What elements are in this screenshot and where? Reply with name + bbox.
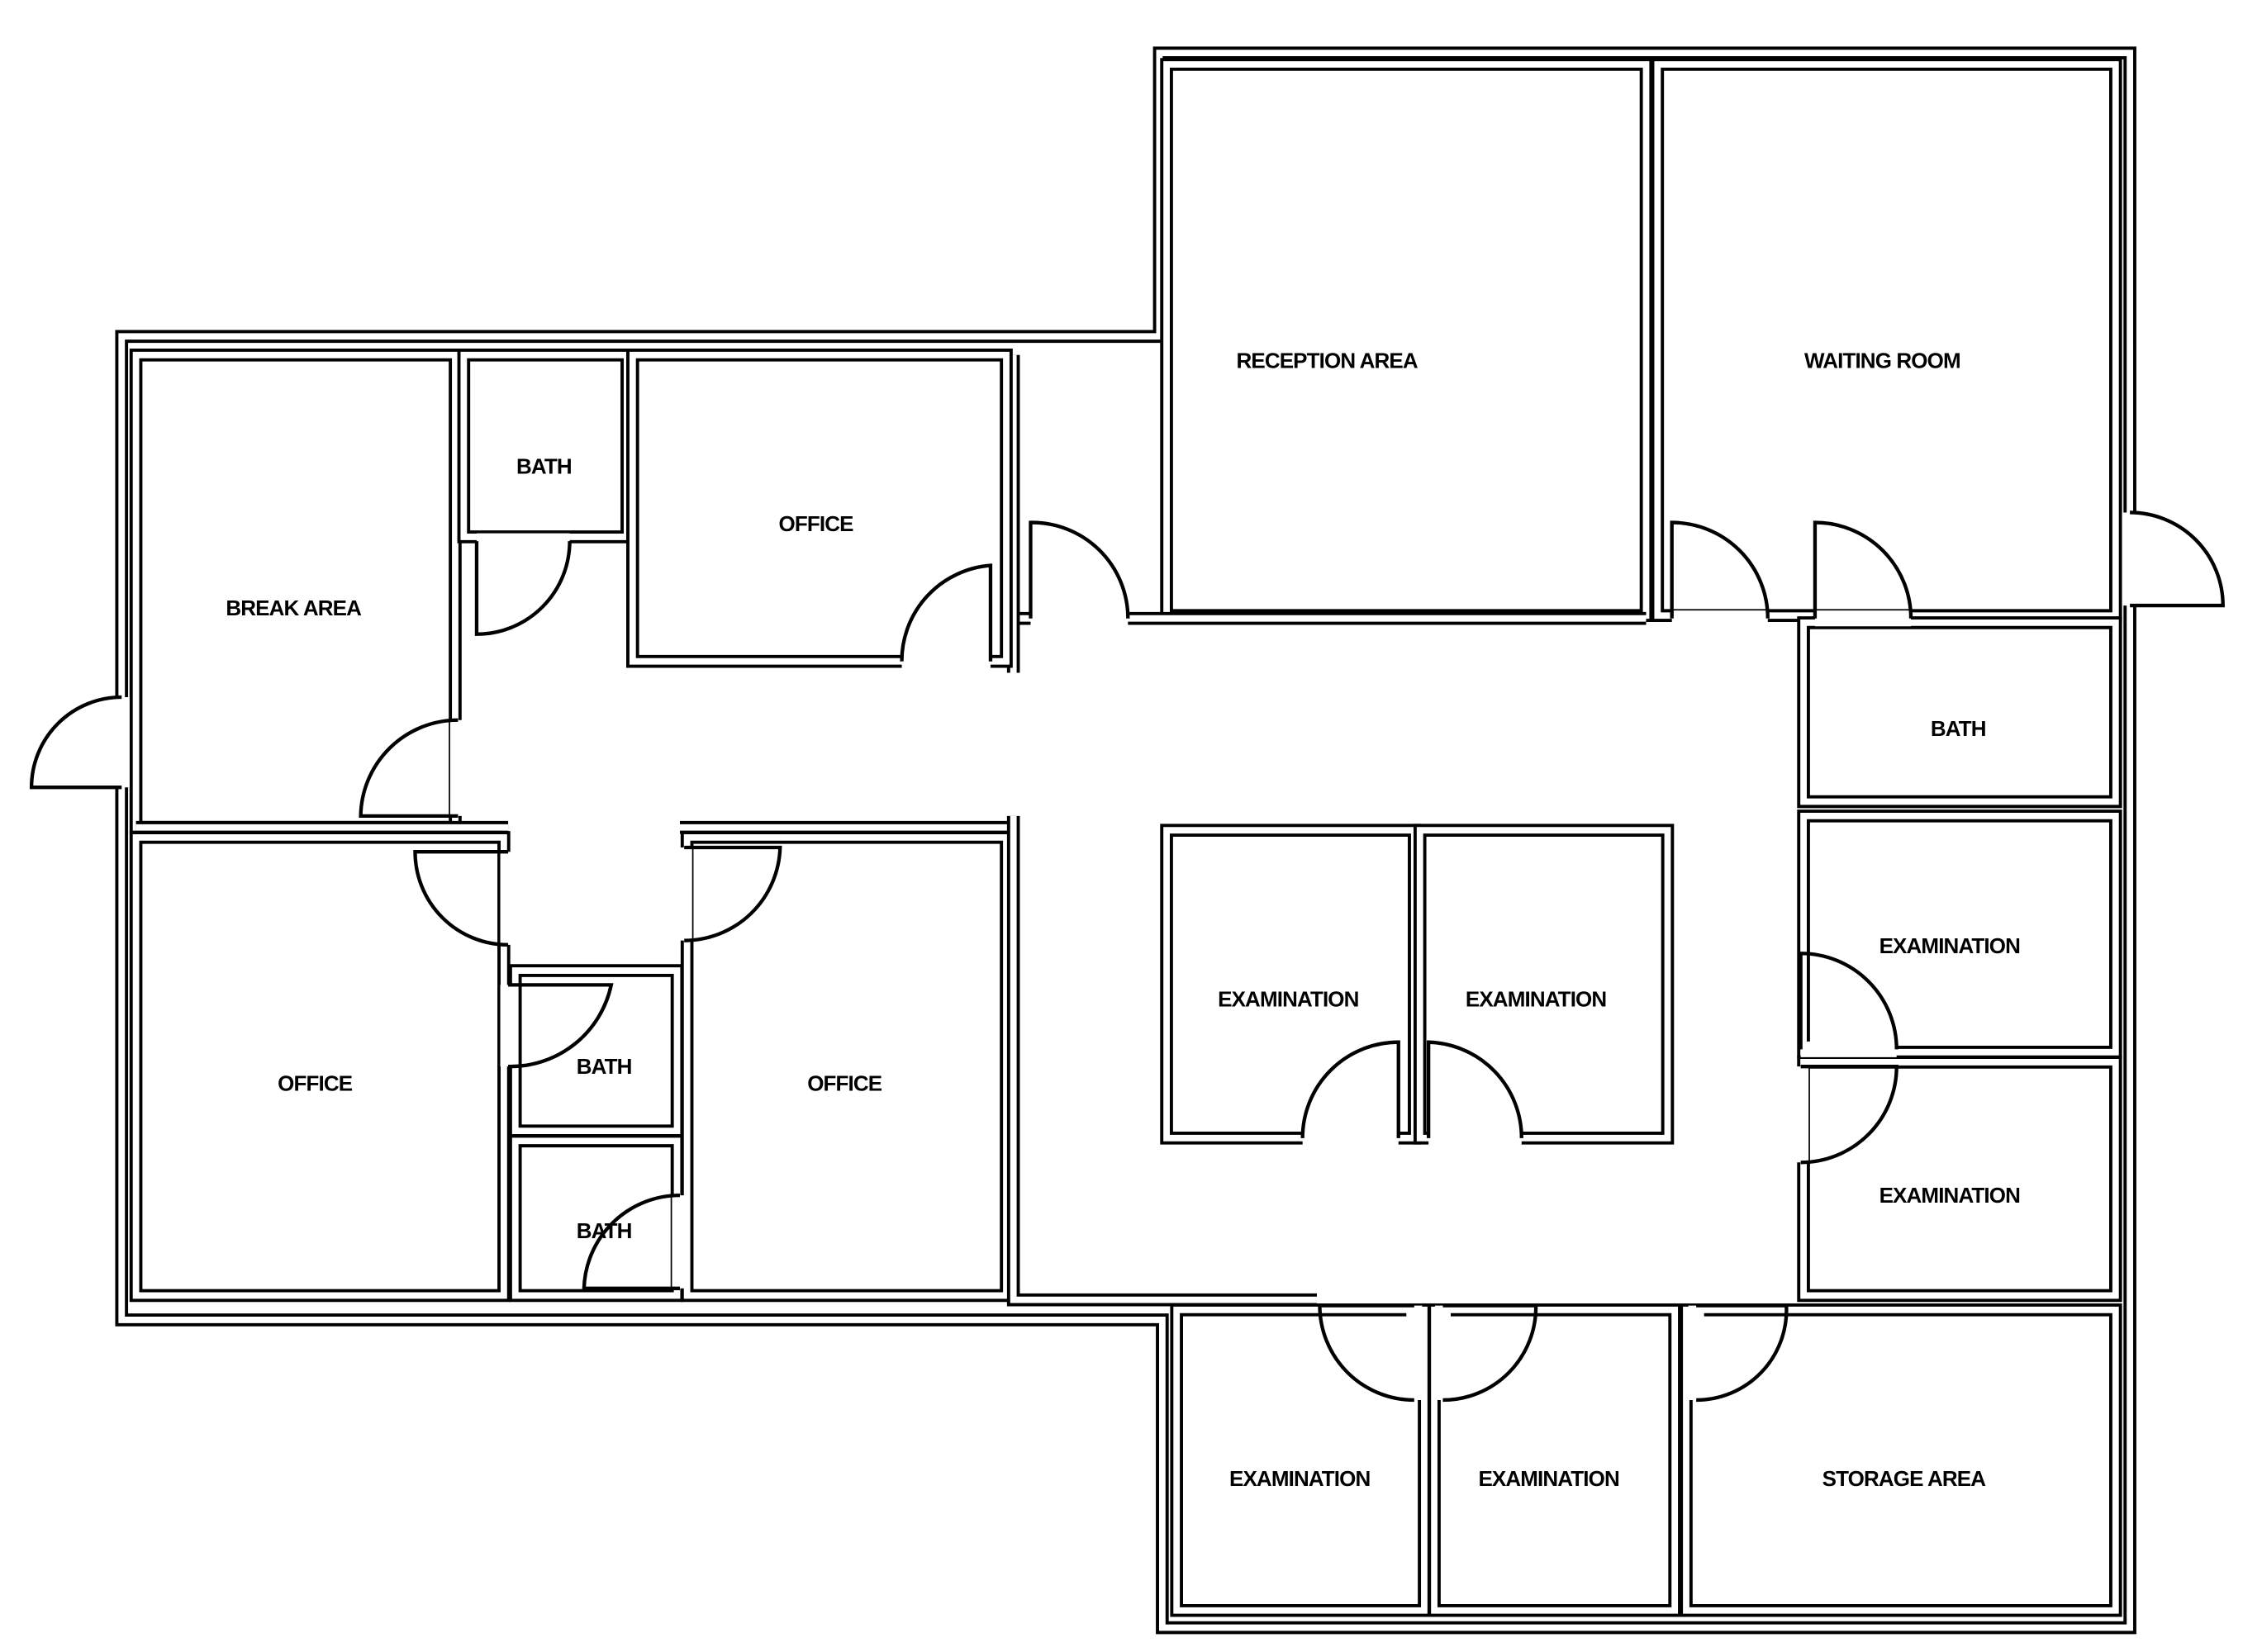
label-exam-center-left: EXAMINATION [1218, 986, 1359, 1011]
label-bath-right: BATH [1931, 716, 1986, 741]
doors [29, 510, 2225, 1403]
room-labels: RECEPTION AREA WAITING ROOM BREAK AREA B… [226, 348, 2021, 1491]
label-exam-center-right: EXAMINATION [1466, 986, 1607, 1011]
exam-right-lower-door[interactable] [1793, 1064, 1898, 1165]
waiting-door-right-swing [1813, 520, 1913, 619]
bath-mid-lower-walls-inner [511, 1137, 681, 1299]
bath-top-door[interactable] [474, 533, 572, 636]
break-area-door[interactable] [359, 718, 466, 819]
bath-right-walls [1797, 616, 2122, 809]
exam-bottom-right-walls-inner [1431, 1306, 1679, 1614]
exterior-door-left-swing [29, 695, 122, 790]
reception-walls-inner [1163, 61, 1650, 620]
bath-mid-upper-door-swing [508, 983, 614, 1069]
exam-bottom-right-walls [1428, 1303, 1681, 1617]
bath-mid-lower-door[interactable] [582, 1193, 688, 1290]
bath-right-walls-inner [1800, 620, 2119, 805]
office-top-walls [626, 349, 1013, 668]
exam-center-right-walls-inner [1416, 827, 1671, 1142]
exam-right-lower-walls-inner [1800, 1059, 2119, 1299]
office-top-door[interactable] [900, 563, 993, 670]
exam-right-upper-door-swing [1799, 952, 1898, 1050]
bath-top-door-swing [474, 541, 572, 636]
exam-center-left-door-swing [1300, 1040, 1400, 1138]
reception-door-swing [1029, 520, 1130, 619]
label-exam-right-lower: EXAMINATION [1879, 1183, 2021, 1208]
exam-right-upper-door[interactable] [1799, 952, 1898, 1057]
office-left-walls-inner [132, 833, 507, 1299]
bath-top-walls [457, 349, 634, 544]
exam-center-right-door-swing [1426, 1040, 1523, 1138]
exam-right-lower-door-swing [1800, 1064, 1898, 1165]
office-top-door-swing [900, 563, 993, 662]
label-exam-bottom-right: EXAMINATION [1478, 1466, 1619, 1491]
break-area-door-swing [359, 718, 459, 819]
label-office-right: OFFICE [807, 1071, 882, 1096]
corridor-wall-bottom-inner [1010, 815, 1318, 1303]
waiting-door-left[interactable] [1670, 520, 1770, 627]
break-area-walls-inner [132, 351, 459, 831]
label-exam-bottom-left: EXAMINATION [1229, 1466, 1371, 1491]
storage-door-swing [1696, 1303, 1789, 1403]
label-office-left: OFFICE [278, 1071, 353, 1096]
exam-bottom-right-door-swing [1442, 1303, 1538, 1403]
office-right-door[interactable] [676, 845, 782, 942]
exam-center-left-walls [1160, 824, 1421, 1145]
waiting-walls-inner [1654, 61, 2119, 620]
exam-bottom-right-door[interactable] [1434, 1303, 1538, 1403]
office-left-walls [129, 831, 511, 1303]
office-left-door[interactable] [413, 850, 516, 947]
bath-mid-upper-door[interactable] [500, 983, 614, 1069]
reception-walls [1160, 58, 1653, 623]
storage-walls [1680, 1303, 2122, 1617]
bath-mid-lower-door-swing [582, 1193, 680, 1290]
reception-door[interactable] [1029, 520, 1130, 627]
label-bath-mid-upper: BATH [577, 1054, 632, 1079]
exterior-wall-inner [118, 50, 2134, 1631]
bath-mid-upper-walls-inner [511, 967, 681, 1135]
label-reception-area: RECEPTION AREA [1236, 348, 1418, 373]
waiting-door-right[interactable] [1813, 520, 1913, 627]
label-waiting-room: WAITING ROOM [1804, 348, 1960, 373]
office-left-door-swing [413, 850, 509, 947]
bath-top-walls-inner [460, 351, 630, 540]
exterior-door-left[interactable] [29, 695, 130, 790]
label-office-top: OFFICE [779, 511, 854, 536]
exterior-door-right[interactable] [2122, 510, 2225, 608]
label-storage-area: STORAGE AREA [1822, 1466, 1987, 1491]
waiting-door-left-swing [1670, 520, 1770, 619]
exam-bottom-left-door-swing [1318, 1303, 1414, 1403]
exam-center-left-door[interactable] [1300, 1040, 1400, 1146]
storage-door[interactable] [1688, 1303, 1789, 1403]
exam-right-lower-walls [1797, 1056, 2122, 1303]
office-top-walls-inner [629, 351, 1010, 665]
bath-mid-upper-walls [508, 964, 684, 1137]
label-break-area: BREAK AREA [226, 596, 362, 620]
label-exam-right-upper: EXAMINATION [1879, 933, 2021, 958]
storage-walls-inner [1683, 1306, 2119, 1614]
walls [115, 46, 2136, 1635]
exam-center-right-door[interactable] [1426, 1040, 1523, 1146]
office-right-walls [680, 831, 1013, 1303]
label-bath-top: BATH [516, 454, 572, 479]
exam-right-upper-walls-inner [1800, 812, 2119, 1056]
waiting-walls [1651, 58, 2122, 623]
exam-bottom-left-walls [1170, 1303, 1431, 1617]
exterior-door-right-swing [2130, 510, 2225, 608]
exam-bottom-left-door[interactable] [1318, 1303, 1423, 1403]
exam-center-right-walls [1413, 824, 1675, 1145]
label-bath-mid-lower: BATH [577, 1218, 632, 1243]
break-area-walls [129, 349, 462, 834]
office-right-door-swing [684, 845, 782, 942]
exam-center-left-walls-inner [1163, 827, 1418, 1142]
exam-bottom-left-walls-inner [1173, 1306, 1428, 1614]
office-right-walls-inner [683, 833, 1010, 1299]
